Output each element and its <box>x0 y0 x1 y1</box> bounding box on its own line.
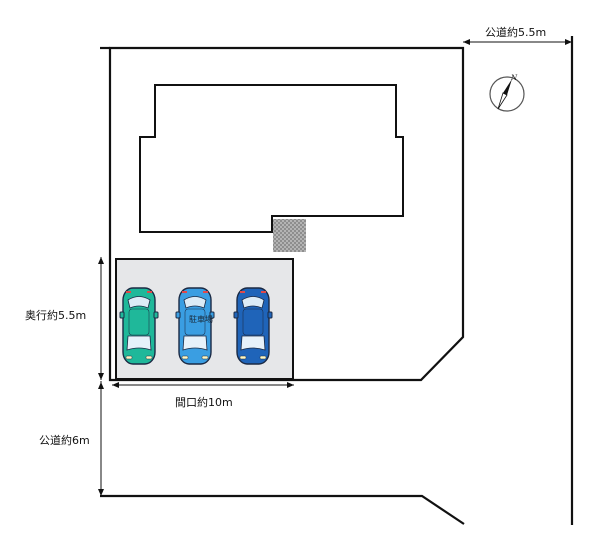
car-rear-window <box>127 296 151 309</box>
car-roof <box>242 308 264 336</box>
car-mirror <box>209 311 215 319</box>
compass-needle-light <box>497 92 508 110</box>
car-roof <box>184 308 206 336</box>
building-footprint <box>139 84 404 233</box>
car-headlight <box>201 355 209 360</box>
parking-label: 駐車場 <box>189 315 213 324</box>
south-road-edge <box>100 494 465 525</box>
car-taillight <box>203 291 208 293</box>
cars-group <box>119 287 273 365</box>
arrowhead <box>287 382 294 388</box>
car-taillight <box>182 291 187 293</box>
car-taillight <box>147 291 152 293</box>
car-windshield <box>240 335 266 351</box>
depth-label: 奥行約5.5m <box>25 309 87 322</box>
arrowhead <box>98 489 104 496</box>
car-icon <box>119 287 159 365</box>
car-headlight <box>125 355 133 360</box>
car-rear-window <box>183 296 207 309</box>
car-headlight <box>259 355 267 360</box>
east-road-label: 公道約5.5m <box>485 26 547 39</box>
arrowhead <box>98 373 104 380</box>
south-road-label: 公道約6m <box>39 434 90 447</box>
car-icon <box>233 287 273 365</box>
car-taillight <box>240 291 245 293</box>
arrowhead <box>98 382 104 389</box>
north-letter: N <box>510 74 518 82</box>
lot-boundary <box>108 46 465 382</box>
arrowhead <box>565 39 572 45</box>
car-taillight <box>261 291 266 293</box>
car-rear-window <box>241 296 265 309</box>
car-mirror <box>175 311 181 319</box>
car-taillight <box>126 291 131 293</box>
arrowhead <box>463 39 470 45</box>
car-roof <box>128 308 150 336</box>
car-icon <box>175 287 215 365</box>
car-headlight <box>145 355 153 360</box>
entrance-area <box>273 219 306 252</box>
arrowhead <box>98 257 104 264</box>
car-mirror <box>267 311 273 319</box>
car-mirror <box>119 311 125 319</box>
compass-icon: N <box>489 74 525 112</box>
car-windshield <box>126 335 152 351</box>
frontage-label: 間口約10m <box>172 394 236 410</box>
car-windshield <box>182 335 208 351</box>
car-headlight <box>181 355 189 360</box>
car-mirror <box>153 311 159 319</box>
compass-needle-dark <box>503 79 512 95</box>
car-headlight <box>239 355 247 360</box>
car-mirror <box>233 311 239 319</box>
arrowhead <box>112 382 119 388</box>
